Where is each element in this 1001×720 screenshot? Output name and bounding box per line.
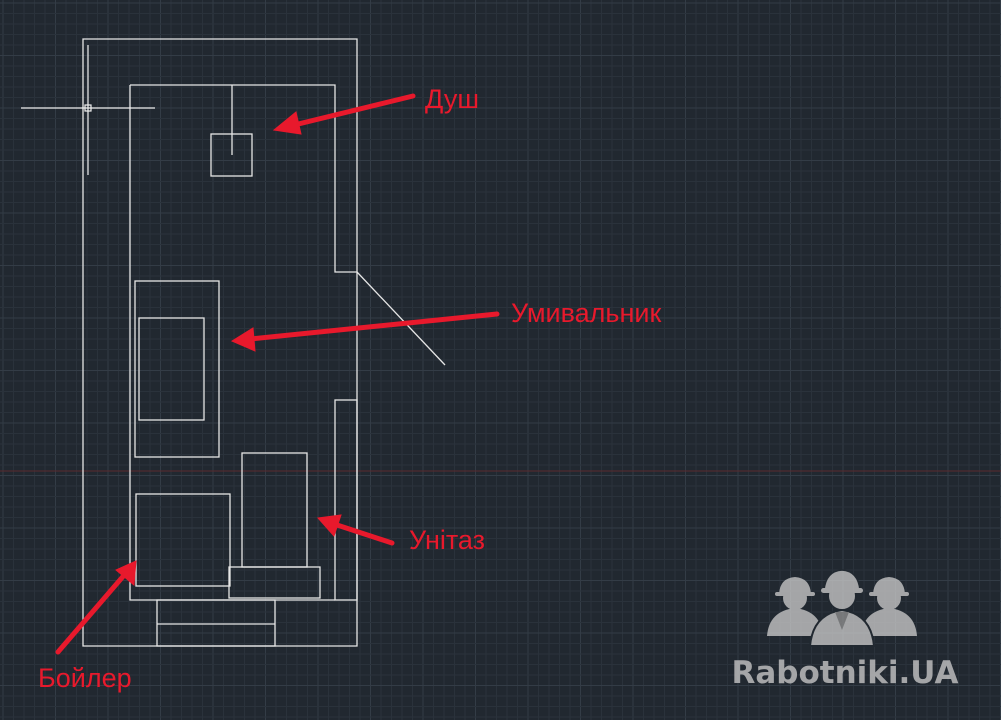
watermark-text: Rabotniki.UA — [731, 655, 958, 691]
sink-arrow-icon — [230, 311, 500, 352]
toilet-arrow-icon — [316, 514, 395, 546]
toilet-label: Унітаз — [409, 525, 485, 555]
boiler-arrow-icon — [55, 560, 137, 655]
watermark: Rabotniki.UA — [731, 569, 959, 691]
boiler-label: Бойлер — [38, 663, 132, 693]
three-builders-with-hardhats-icon — [767, 569, 917, 647]
shower-label: Душ — [425, 84, 479, 114]
boiler — [135, 493, 231, 587]
sink-basin — [138, 317, 205, 421]
toilet-base — [228, 566, 321, 599]
sink-label: Умивальник — [511, 298, 661, 328]
bottom-step — [156, 599, 276, 647]
outer-wall — [82, 38, 358, 647]
shower-head — [210, 133, 253, 177]
shower-arrow-icon — [272, 93, 416, 135]
door-swing-line — [356, 271, 446, 366]
crosshair-cursor-icon — [21, 45, 155, 175]
sink-cabinet — [134, 280, 220, 458]
right-partition — [334, 399, 358, 601]
annotation-arrows — [55, 93, 500, 655]
bathroom-floor-plan — [82, 38, 446, 647]
